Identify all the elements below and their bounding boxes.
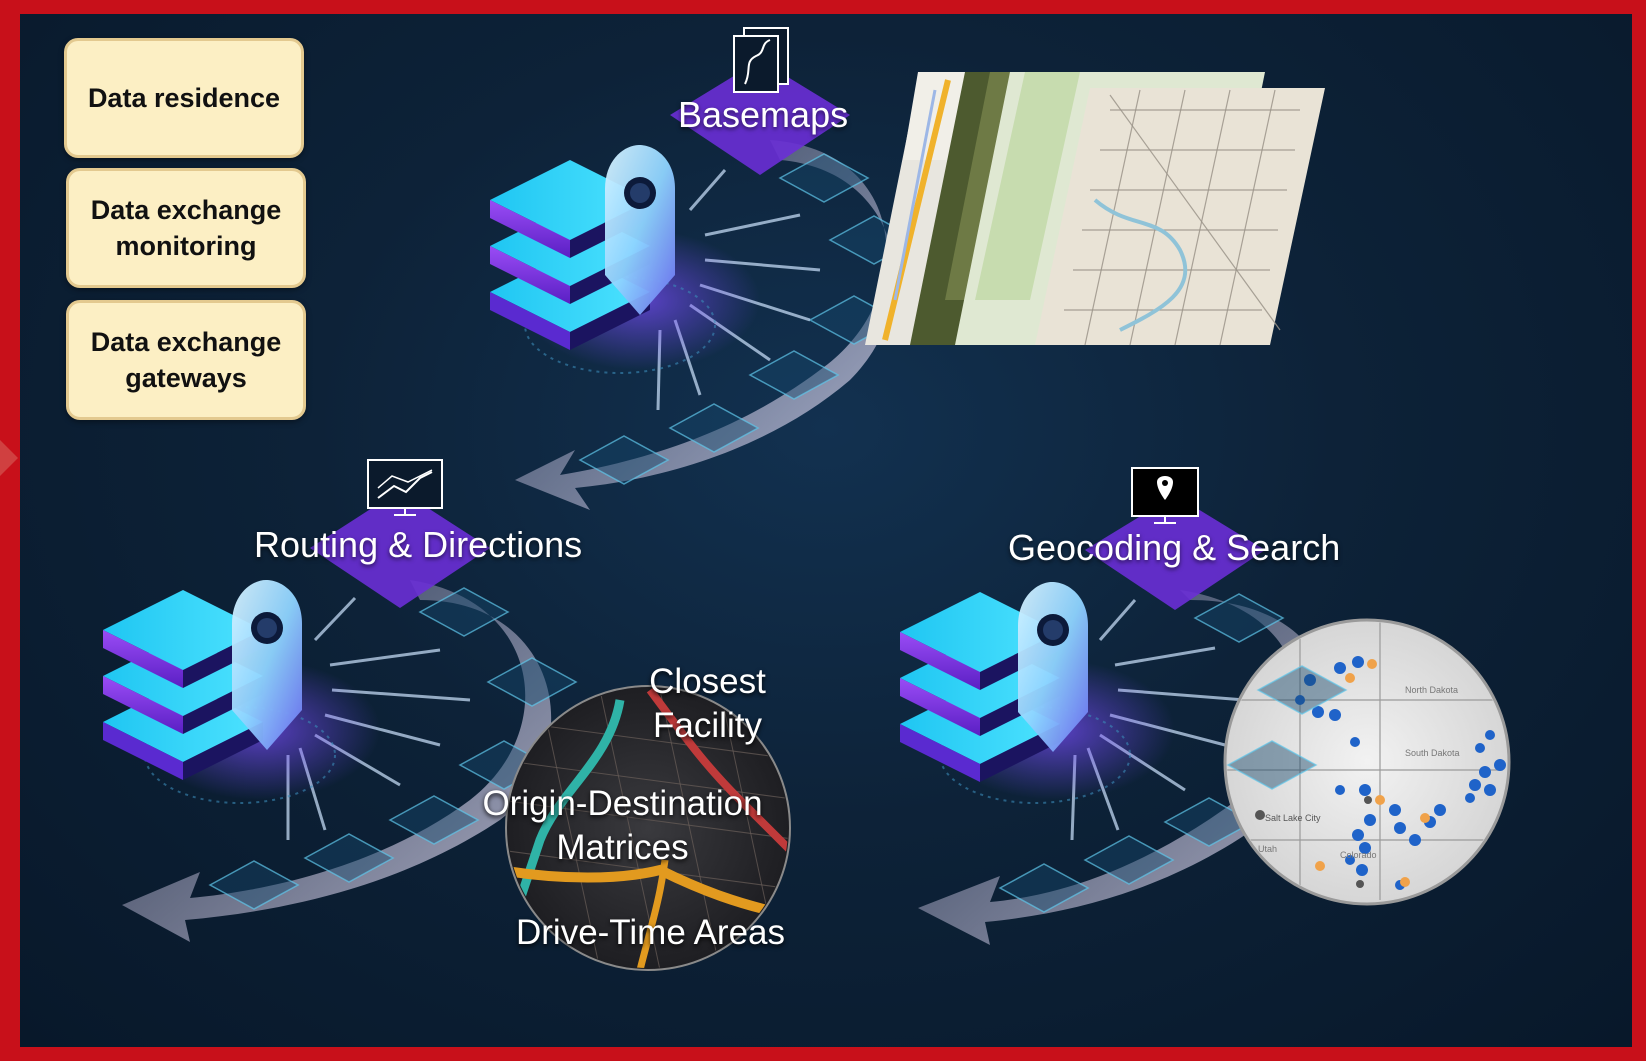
map-label-salt-lake-city: Salt Lake City <box>1265 813 1321 823</box>
card-data-exchange-monitoring: Data exchange monitoring <box>66 168 306 288</box>
card-data-exchange-gateways: Data exchange gateways <box>66 300 306 420</box>
map-label-colorado: Colorado <box>1340 850 1377 860</box>
geocoding-title: Geocoding & Search <box>1008 527 1341 568</box>
map-label-south-dakota: South Dakota <box>1405 748 1460 758</box>
map-frames-icon <box>733 27 789 93</box>
routing-map-circle <box>505 685 791 971</box>
card-label: Data exchange monitoring <box>90 195 282 261</box>
basemaps-title: Basemaps <box>678 94 849 135</box>
basemaps-cluster <box>490 27 1325 510</box>
map-label-utah: Utah <box>1258 844 1277 854</box>
od-matrices-label: Origin-Destination Matrices <box>482 784 763 867</box>
map-label-north-dakota: North Dakota <box>1405 685 1458 695</box>
line-chart-monitor-icon <box>367 459 443 516</box>
card-label: Data exchange gateways <box>90 327 282 393</box>
card-data-residence: Data residence <box>64 38 304 158</box>
geocoding-diamond <box>1085 495 1265 610</box>
flow-panel <box>487 657 577 707</box>
basemaps-diamond <box>670 60 850 175</box>
routing-diamond <box>310 490 490 608</box>
routing-flow-arrow <box>122 580 552 942</box>
flow-panel <box>1194 593 1284 643</box>
drive-time-areas-label: Drive-Time Areas <box>515 913 786 952</box>
routing-title: Routing & Directions <box>254 524 583 565</box>
slide-edge-marker <box>0 440 18 476</box>
pin-monitor-icon <box>1131 467 1199 524</box>
geocoding-map-circle: North Dakota South Dakota Salt Lake City… <box>1223 618 1511 906</box>
card-label: Data residence <box>87 83 281 113</box>
routing-cluster <box>103 459 791 971</box>
closest-facility-label: Closest Facility <box>649 662 766 745</box>
geocoding-cluster: North Dakota South Dakota Salt Lake City… <box>900 467 1511 945</box>
basemap-sheets <box>865 72 1325 346</box>
